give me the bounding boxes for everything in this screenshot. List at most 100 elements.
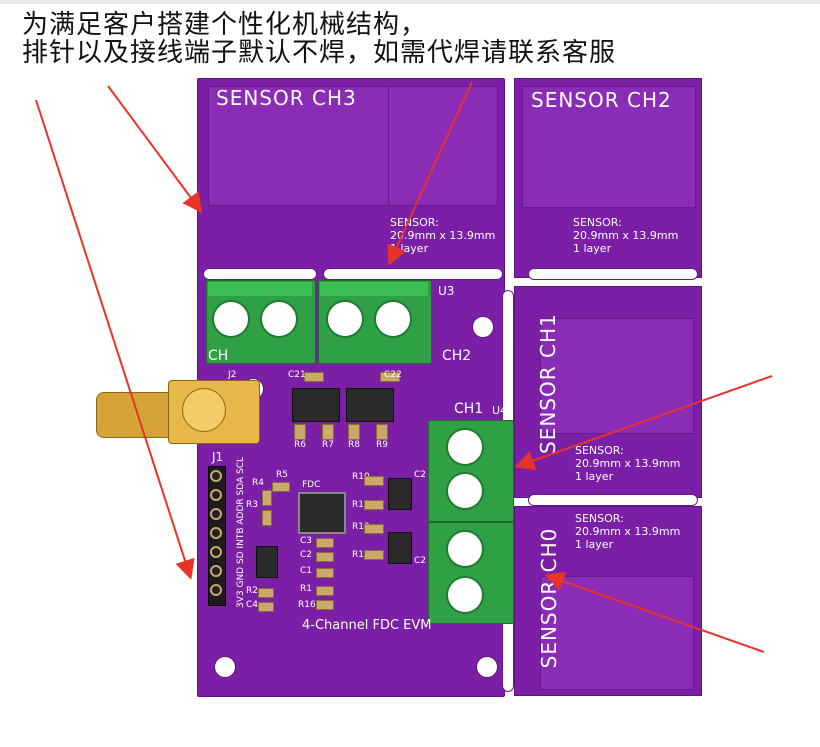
terminal-top xyxy=(320,282,428,296)
label-r13: R13 xyxy=(352,550,370,560)
label-c2b: C2 xyxy=(414,556,427,566)
screw-terminal xyxy=(212,300,250,338)
spec-title: SENSOR: xyxy=(575,512,624,525)
header-pin xyxy=(210,565,222,577)
label-r2: R2 xyxy=(246,586,258,596)
label-r16: R16 xyxy=(298,600,316,610)
mount-hole xyxy=(476,656,498,678)
sensor-ch3-label: SENSOR CH3 xyxy=(216,86,357,110)
screw-terminal xyxy=(446,530,484,568)
label-r7: R7 xyxy=(322,440,334,450)
label-u4: U4 xyxy=(492,404,508,417)
label-c3: C3 xyxy=(300,536,313,546)
resistor-r16 xyxy=(316,600,334,610)
caption-line-2: 排针以及接线端子默认不焊，如需代焊请联系客服 xyxy=(22,38,617,68)
label-c22: C22 xyxy=(384,370,402,380)
header-pin xyxy=(210,508,222,520)
header-pin xyxy=(210,470,222,482)
sensor-ch1-pad xyxy=(540,318,694,434)
label-r9: R9 xyxy=(376,440,388,450)
resistor-r5 xyxy=(272,482,290,492)
header-pin xyxy=(210,527,222,539)
label-r4: R4 xyxy=(252,478,264,488)
spec-ch0: SENSOR: 20.9mm x 13.9mm 1 layer xyxy=(575,512,680,551)
cap-c3 xyxy=(316,538,334,548)
spec-ch2: SENSOR: 20.9mm x 13.9mm 1 layer xyxy=(573,216,678,255)
label-r10: R10 xyxy=(352,472,370,482)
arrow-4 xyxy=(514,375,773,471)
small-ic xyxy=(256,546,278,578)
caption-line-1: 为满足客户搭建个性化机械结构， xyxy=(22,10,428,40)
mount-hole xyxy=(214,656,236,678)
resistor-r11 xyxy=(364,500,384,510)
inductor xyxy=(292,388,340,422)
sma-face xyxy=(182,388,226,432)
spec-layers: 1 layer xyxy=(573,242,612,255)
cap-c21 xyxy=(304,372,324,382)
spec-size: 20.9mm x 13.9mm xyxy=(575,457,681,470)
spec-title: SENSOR: xyxy=(575,444,624,457)
slot-middle xyxy=(323,268,503,280)
label-c2a: C2 xyxy=(414,470,427,480)
label-ch1: CH1 xyxy=(454,401,484,417)
fdc-chip xyxy=(298,492,346,534)
label-ch2: CH2 xyxy=(442,348,472,364)
screw-terminal xyxy=(260,300,298,338)
label-ch-partial: CH xyxy=(208,348,229,364)
arrow-2 xyxy=(35,99,195,580)
header-pin xyxy=(210,489,222,501)
sensor-ch0-pad xyxy=(540,576,694,690)
label-j2: J2 xyxy=(228,370,237,380)
resistor-r10 xyxy=(364,476,384,486)
resistor-r6 xyxy=(294,424,306,440)
label-r11: R11 xyxy=(352,500,370,510)
resistor-r7 xyxy=(322,424,334,440)
cap-c2 xyxy=(316,552,334,562)
resistor-r9 xyxy=(376,424,388,440)
spec-size: 20.9mm x 13.9mm xyxy=(575,525,681,538)
cap-c4 xyxy=(258,602,274,612)
board-name: 4-Channel FDC EVM xyxy=(302,618,432,633)
resistor-r1 xyxy=(316,586,334,596)
sensor-ch3-pad xyxy=(208,86,390,206)
slot-ch1-ch0 xyxy=(528,494,698,506)
header-pin xyxy=(210,584,222,596)
label-r6: R6 xyxy=(294,440,306,450)
sensor-ch2-pad xyxy=(522,86,696,208)
spec-size: 20.9mm x 13.9mm xyxy=(573,229,679,242)
resistor-r13 xyxy=(364,550,384,560)
label-u3: U3 xyxy=(438,284,455,298)
label-r5: R5 xyxy=(276,470,288,480)
sma-connector xyxy=(96,392,178,438)
screw-terminal xyxy=(374,300,412,338)
resistor-r3 xyxy=(262,510,272,526)
arrow-3 xyxy=(387,81,473,266)
resistor-r2 xyxy=(258,588,274,598)
label-j1: J1 xyxy=(212,450,224,464)
spec-layers: 1 layer xyxy=(575,470,614,483)
label-r3: R3 xyxy=(246,500,258,510)
spec-title: SENSOR: xyxy=(390,216,439,229)
label-r8: R8 xyxy=(348,440,360,450)
sensor-ch2-label: SENSOR CH2 xyxy=(531,88,672,112)
cap-c22 xyxy=(380,372,400,382)
top-border xyxy=(0,0,820,4)
label-c2: C2 xyxy=(300,550,313,560)
slot-right xyxy=(528,268,698,280)
arrow-5 xyxy=(544,571,765,653)
spec-title: SENSOR: xyxy=(573,216,622,229)
terminal-top xyxy=(208,282,312,296)
screw-terminal xyxy=(446,428,484,466)
spec-ch1: SENSOR: 20.9mm x 13.9mm 1 layer xyxy=(575,444,680,483)
label-c21: C21 xyxy=(288,370,306,380)
screw-terminal xyxy=(446,472,484,510)
mount-hole xyxy=(472,316,494,338)
header-pin xyxy=(210,546,222,558)
arrow-1 xyxy=(107,85,203,214)
label-r12: R12 xyxy=(352,522,370,532)
cap-c1 xyxy=(316,568,334,578)
screw-terminal xyxy=(446,576,484,614)
screw-terminal xyxy=(326,300,364,338)
label-fdc: FDC xyxy=(302,480,321,490)
